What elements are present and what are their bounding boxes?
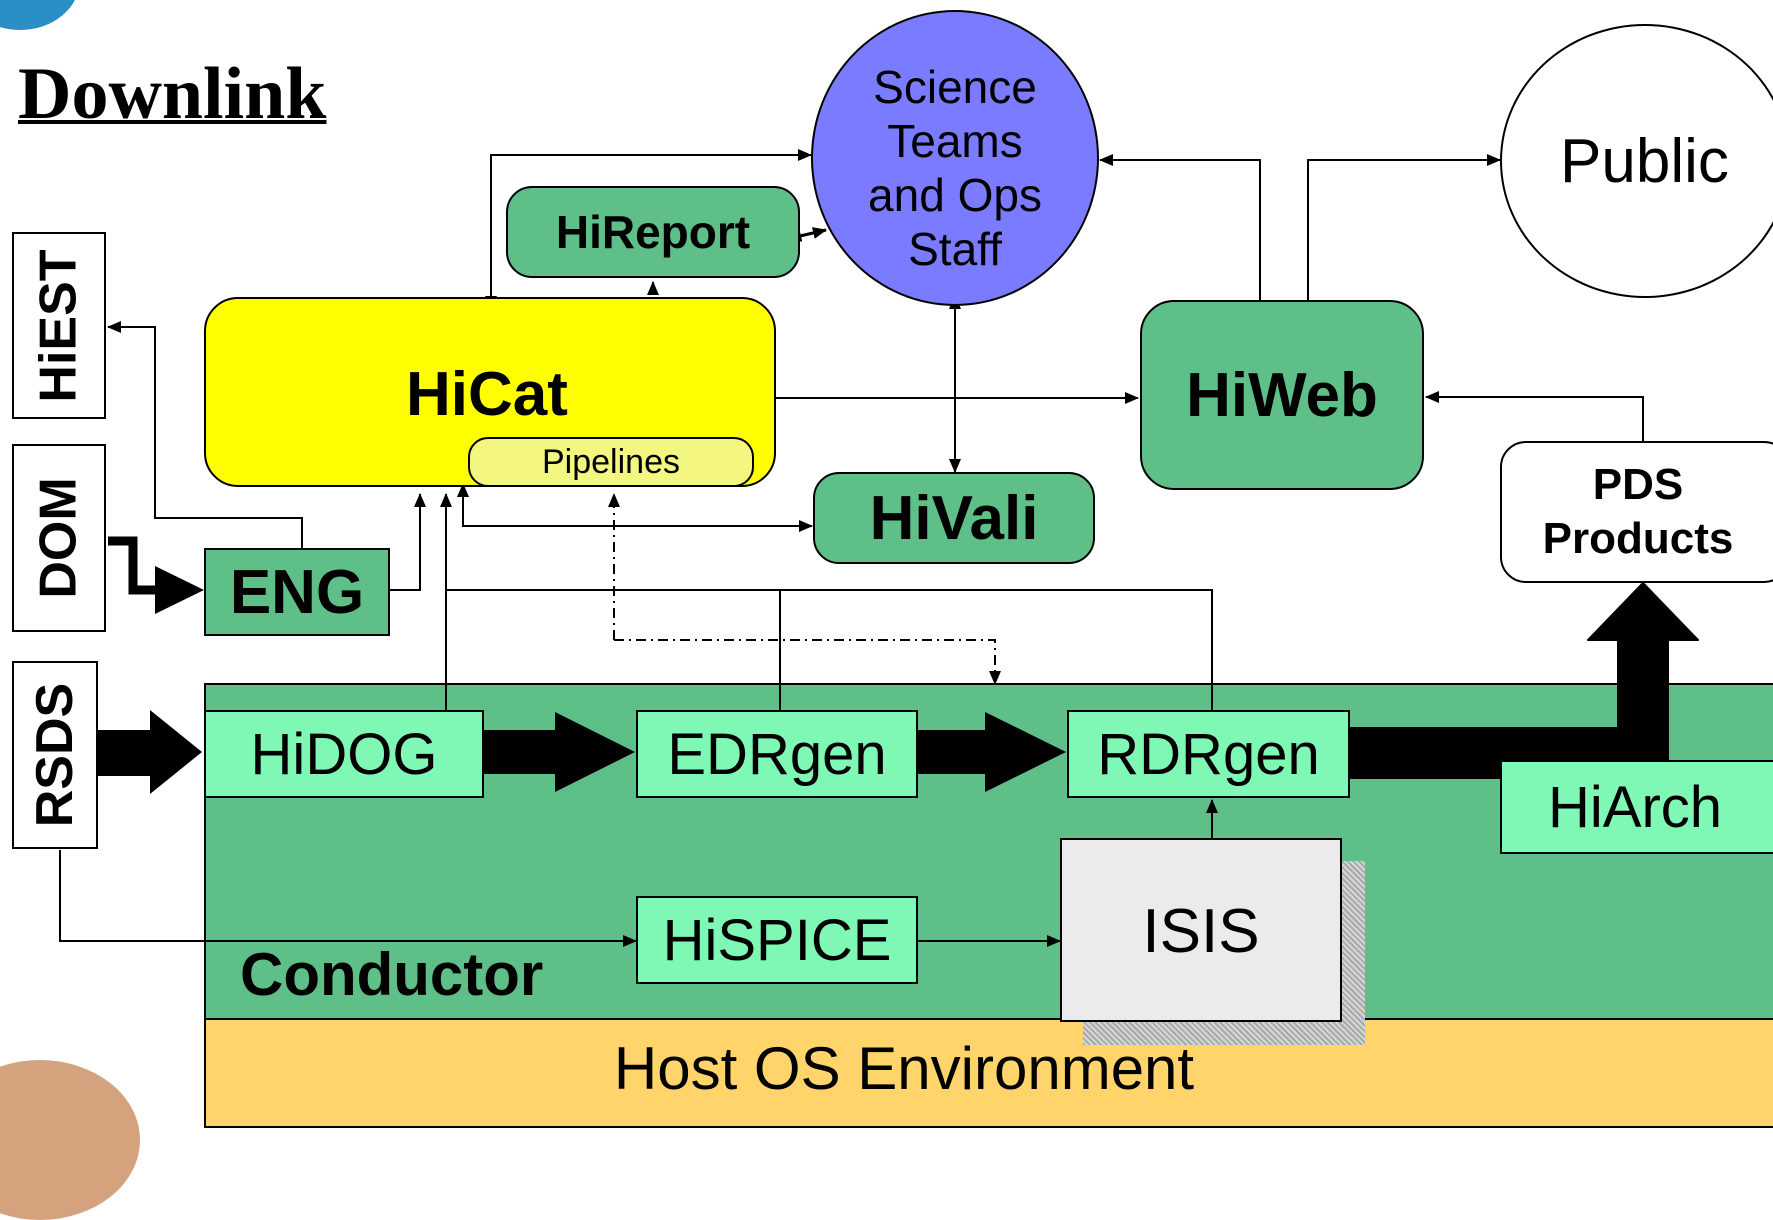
hispice-node: HiSPICE — [636, 896, 918, 984]
eng-hicat-line — [390, 493, 426, 591]
hiarch-node: HiArch — [1500, 760, 1773, 854]
host-os-layer: Host OS Environment — [204, 1018, 1773, 1128]
rdrgen-pds-arrow — [1349, 582, 1699, 779]
pds-hiweb-line — [1425, 391, 1644, 441]
hidog-label: HiDOG — [250, 721, 438, 787]
eng-hiest-line — [107, 321, 303, 548]
connector-layer — [59, 149, 1699, 947]
dom-label-box: DOM — [12, 444, 106, 632]
eng-label: ENG — [229, 557, 365, 627]
science-teams-label: Science Teams and Ops Staff — [868, 61, 1042, 275]
hicat-hivali-line — [457, 483, 813, 532]
hicat-science-line — [485, 149, 812, 310]
rdrgen-label: RDRgen — [1097, 721, 1320, 787]
hicat-label: HiCat — [406, 360, 568, 429]
isis-node: ISIS — [1060, 838, 1342, 1022]
rdrgen-node: RDRgen — [1067, 710, 1350, 798]
pipelines-node: Pipelines — [468, 437, 754, 487]
public-node: Public — [1500, 24, 1773, 298]
hiarch-label: HiArch — [1548, 774, 1723, 840]
hivali-node: HiVali — [813, 472, 1095, 564]
pds-products-node: PDS Products — [1500, 441, 1773, 583]
hivali-label: HiVali — [869, 483, 1039, 553]
rsds-label-box: RSDS — [12, 661, 98, 849]
hidog-node: HiDOG — [204, 710, 484, 798]
host-os-label: Host OS Environment — [613, 1035, 1195, 1102]
pipelines-conductor-line — [614, 639, 1001, 685]
hireport-node: HiReport — [506, 186, 800, 278]
hireport-science-arrow — [787, 227, 827, 242]
pds-products-label: PDS Products — [1542, 460, 1734, 563]
edrgen-node: EDRgen — [636, 710, 918, 798]
hidog-edrgen-arrow — [484, 712, 635, 792]
isis-label: ISIS — [1142, 897, 1260, 966]
hiest-label-box: HiEST — [12, 232, 106, 419]
hiweb-node: HiWeb — [1140, 300, 1424, 490]
dom-eng-arrow — [108, 536, 160, 595]
conductor-label: Conductor — [240, 941, 544, 1008]
hireport-label: HiReport — [555, 206, 751, 258]
dom-eng-arrowhead — [155, 566, 204, 614]
science-teams-node: Science Teams and Ops Staff — [811, 10, 1099, 306]
hiweb-label: HiWeb — [1186, 360, 1378, 430]
page-title: Downlink — [18, 53, 327, 135]
rsds-hispice-line — [59, 850, 637, 947]
hiweb-science-line — [1099, 154, 1261, 300]
hiweb-public-line — [1307, 154, 1501, 300]
hispice-label: HiSPICE — [662, 907, 892, 973]
edrgen-label: EDRgen — [667, 721, 887, 787]
rdrgen-bus-line — [780, 589, 1213, 710]
edrgen-rdrgen-arrow — [918, 712, 1066, 792]
rsds-hidog-arrow — [98, 710, 202, 794]
eng-node: ENG — [204, 548, 390, 636]
pipelines-label: Pipelines — [542, 442, 680, 481]
public-label: Public — [1560, 126, 1729, 196]
